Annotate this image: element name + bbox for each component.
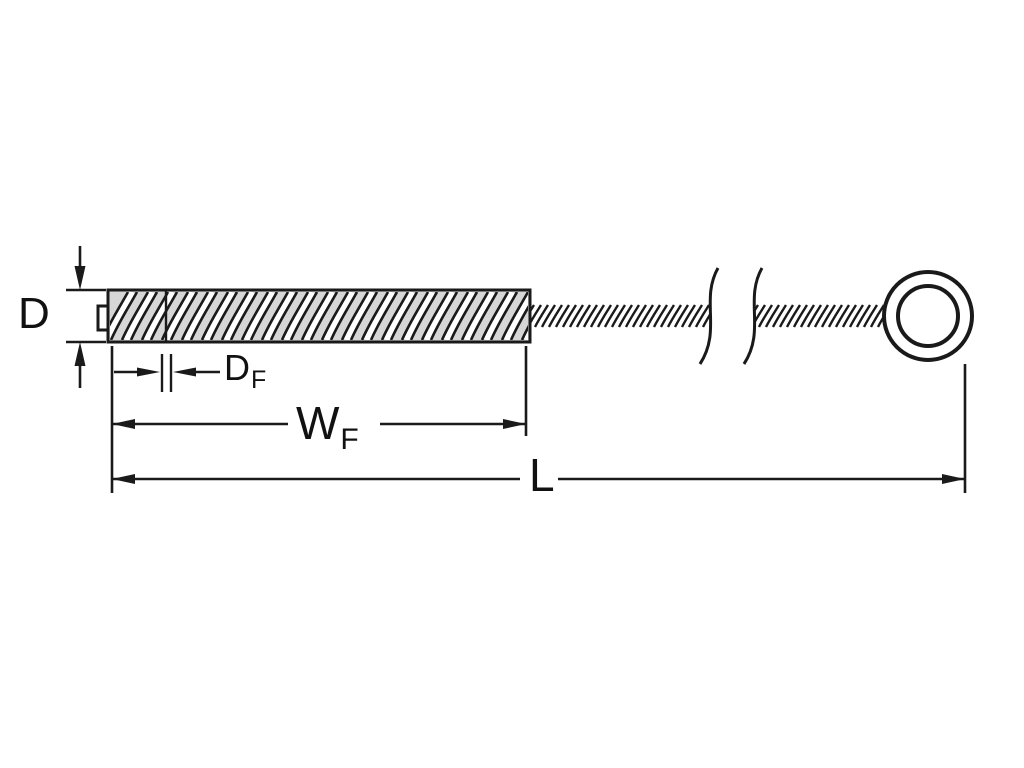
label-df: DF (224, 347, 266, 393)
dim-wf-arrow-right (503, 419, 526, 429)
dim-d (66, 246, 106, 388)
label-df-text: D (224, 347, 250, 388)
dim-df-arrow-left (173, 367, 196, 377)
label-d: D (18, 292, 50, 336)
label-l: L (529, 452, 555, 498)
label-wf-text: W (296, 397, 340, 449)
label-d-text: D (18, 289, 50, 338)
label-l-text: L (529, 449, 555, 501)
ring-inner-circle (896, 284, 960, 348)
dim-l-arrow-left (112, 474, 135, 484)
ring-handle (882, 270, 974, 362)
stem-break-symbol (698, 267, 764, 365)
brush-ferrule (96, 288, 532, 344)
dim-df (114, 354, 220, 392)
dim-l-arrow-right (942, 474, 965, 484)
break-curve-right (742, 267, 764, 365)
dim-wf-arrow-left (112, 419, 135, 429)
label-wf: WF (296, 397, 359, 455)
label-wf-subscript: F (340, 423, 359, 456)
dim-d-arrow-up (74, 342, 86, 366)
brush-body-outline (106, 288, 532, 344)
break-gap-mask (700, 268, 762, 364)
dim-l (112, 364, 967, 493)
dim-df-arrow-right (137, 367, 160, 377)
label-df-subscript: F (251, 366, 267, 394)
break-curve-left (698, 267, 720, 365)
dim-d-arrow-down (74, 266, 86, 290)
dim-wf (110, 346, 528, 493)
